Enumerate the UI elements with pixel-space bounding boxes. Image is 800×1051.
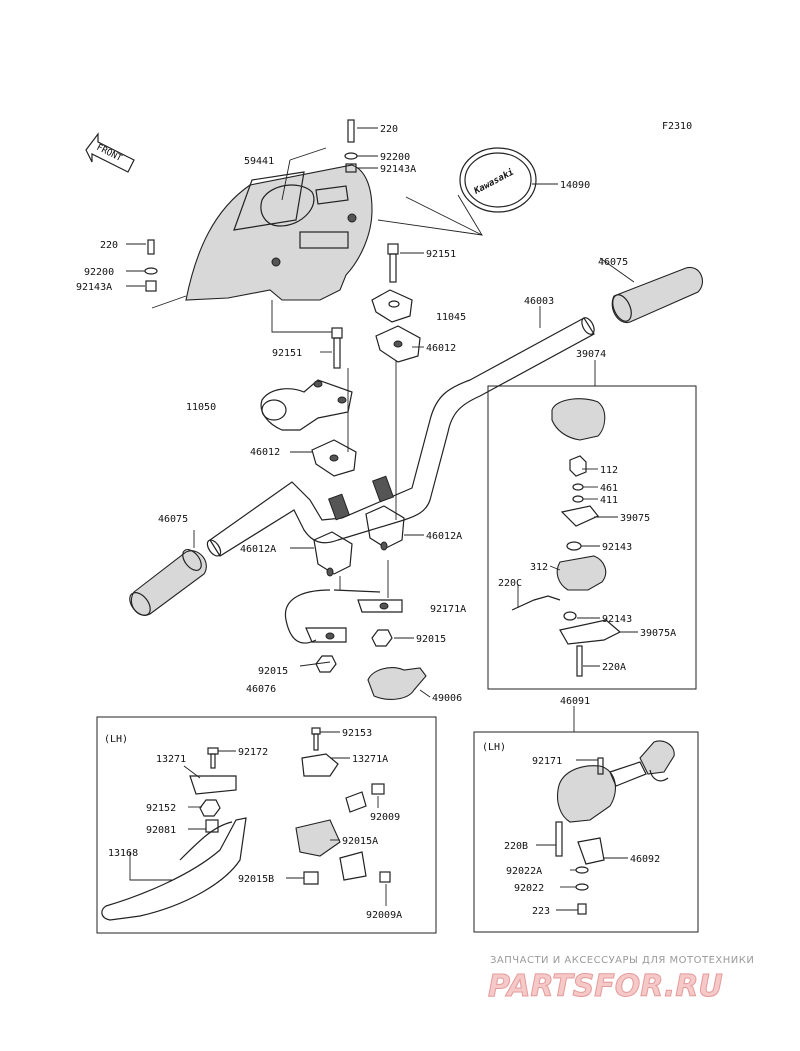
figure-code: F2310: [662, 121, 692, 132]
label-92171A: 92171A: [430, 604, 466, 615]
label-220-top: 220: [380, 124, 398, 135]
label-220-left: 220: [100, 240, 118, 251]
holder-46012-right: [375, 325, 421, 363]
label-92151-left: 92151: [272, 348, 302, 359]
label-92015-a: 92015: [416, 634, 446, 645]
label-92015A: 92015A: [342, 836, 378, 847]
lh-lever-box: [96, 716, 437, 934]
label-92015-b: 92015: [258, 666, 288, 677]
switch-box-39074: [487, 360, 697, 690]
meter-cover: [185, 164, 373, 301]
bracket-11045: [371, 289, 413, 323]
label-49006: 49006: [432, 693, 462, 704]
label-220B: 220B: [504, 841, 528, 852]
label-92200-left: 92200: [84, 267, 114, 278]
front-arrow-icon: FRONT: [85, 132, 135, 173]
label-92022A: 92022A: [506, 866, 542, 877]
label-13168: 13168: [108, 848, 138, 859]
label-92081: 92081: [146, 825, 176, 836]
label-223: 223: [532, 906, 550, 917]
emblem-text: Kawasaki: [471, 167, 515, 198]
label-92152: 92152: [146, 803, 176, 814]
watermark-tagline: ЗАПЧАСТИ И АКСЕССУАРЫ ДЛЯ МОТОТЕХНИКИ: [490, 955, 754, 966]
label-92172: 92172: [238, 747, 268, 758]
part-labels: 220 92200 92143A 59441 14090 220 92200 9…: [76, 124, 676, 707]
bolt-92151-right: [387, 243, 399, 283]
label-46091: 46091: [560, 696, 590, 707]
label-92022: 92022: [514, 883, 544, 894]
front-label: FRONT: [95, 143, 124, 164]
cable-46076: [284, 589, 403, 673]
label-92009: 92009: [370, 812, 400, 823]
watermark-brand: PARTSFOR.RU: [488, 969, 723, 1004]
lh-left-title: (LH): [104, 734, 128, 745]
label-92015B: 92015B: [238, 874, 274, 885]
holder-46012-left: [311, 439, 357, 477]
label-46092: 46092: [630, 854, 660, 865]
label-46075-right: 46075: [598, 257, 628, 268]
leader-lines: [126, 127, 635, 698]
label-39075: 39075: [620, 513, 650, 524]
label-39074: 39074: [576, 349, 606, 360]
label-92143A-top: 92143A: [380, 164, 416, 175]
label-46012-left: 46012: [250, 447, 280, 458]
grip-46075-right: [611, 266, 703, 324]
lh-right-title: (LH): [482, 742, 506, 753]
label-312: 312: [530, 562, 548, 573]
label-92143-a: 92143: [602, 542, 632, 553]
watermark: ЗАПЧАСТИ И АКСЕССУАРЫ ДЛЯ МОТОТЕХНИКИ PA…: [488, 955, 754, 1005]
lh-switch-box: [473, 706, 699, 933]
kawasaki-emblem: Kawasaki: [459, 147, 537, 213]
label-92171: 92171: [532, 756, 562, 767]
label-11045: 11045: [436, 312, 466, 323]
bolt-92151-left: [331, 327, 343, 369]
label-39075A: 39075A: [640, 628, 676, 639]
label-92200-top: 92200: [380, 152, 410, 163]
left-screw-stack: [144, 239, 158, 292]
label-92009A: 92009A: [366, 910, 402, 921]
top-screw-stack: [344, 119, 358, 173]
label-461: 461: [600, 483, 618, 494]
label-112: 112: [600, 465, 618, 476]
label-59441: 59441: [244, 156, 274, 167]
label-46075-left: 46075: [158, 514, 188, 525]
bracket-11050: [260, 379, 353, 431]
lh-left-labels: (LH) 92153 92172 13271 13271A 92009 9215…: [104, 728, 402, 921]
label-46012A-left: 46012A: [240, 544, 276, 555]
label-11050: 11050: [186, 402, 216, 413]
label-13271: 13271: [156, 754, 186, 765]
label-46012-right: 46012: [426, 343, 456, 354]
label-92143-b: 92143: [602, 614, 632, 625]
label-13271A: 13271A: [352, 754, 388, 765]
label-14090: 14090: [560, 180, 590, 191]
grip-46075-left: [129, 549, 207, 616]
holder-46012A-left: [313, 531, 353, 577]
handlebar-46003: [206, 317, 595, 557]
label-46003: 46003: [524, 296, 554, 307]
label-92143A-left: 92143A: [76, 282, 112, 293]
label-92153: 92153: [342, 728, 372, 739]
holder-46012A-right: [365, 505, 405, 551]
lh-right-labels: (LH) 92171 220B 92022A 46092 92022 223: [482, 742, 660, 917]
label-411: 411: [600, 495, 618, 506]
label-46012A-right: 46012A: [426, 531, 462, 542]
part-49006: [367, 667, 427, 700]
label-46076: 46076: [246, 684, 276, 695]
label-92151-right: 92151: [426, 249, 456, 260]
label-220A: 220A: [602, 662, 626, 673]
label-220C: 220C: [498, 578, 522, 589]
